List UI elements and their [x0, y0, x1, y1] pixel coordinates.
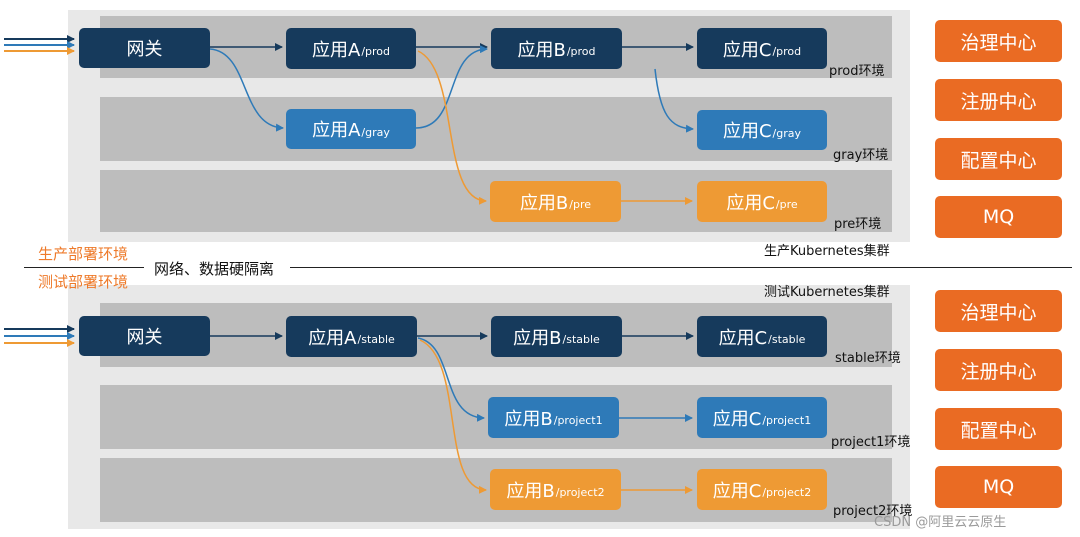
node-label: 应用B [506, 480, 555, 502]
node-c-prod: 应用C/prod [697, 28, 827, 69]
node-sub-label: /project1 [762, 414, 812, 427]
test-inbound-arrows [4, 325, 75, 347]
node-sub-label: /project2 [555, 486, 605, 499]
test-env-name: 测试部署环境 [38, 273, 129, 291]
test-k8s-label: 测试Kubernetes集群 [764, 285, 890, 300]
node-c-project1: 应用C/project1 [697, 397, 827, 438]
node-c-gray: 应用C/gray [697, 110, 827, 150]
band-label-gray: gray环境 [833, 148, 889, 163]
node-sub-label: /gray [361, 125, 390, 139]
node-label: 应用C [722, 121, 772, 142]
node-label: 应用A [312, 120, 361, 141]
node-label: 应用B [517, 39, 566, 61]
test-config-center: 配置中心 [935, 408, 1062, 450]
divider-line-right [290, 267, 1072, 268]
node-c-stable: 应用C/stable [697, 316, 827, 357]
node-sub-label: /gray [772, 126, 802, 140]
band-label-pre: pre环境 [834, 217, 882, 232]
node-sub-label: /stable [562, 333, 600, 346]
prod-env-name: 生产部署环境 [38, 245, 129, 263]
isolation-label: 网络、数据硬隔离 [152, 258, 277, 279]
node-sub-label: /project2 [762, 486, 812, 499]
node-label: 应用A [308, 327, 357, 349]
node-sub-label: /prod [361, 45, 390, 58]
node-label: 应用C [726, 192, 775, 214]
node-sub-label: /pre [569, 198, 592, 211]
prod-gateway-node: 网关 [79, 28, 210, 68]
prod-mq: MQ [935, 196, 1062, 238]
prod-gateway-label: 网关 [126, 39, 163, 60]
band-label-project2: project2环境 [833, 504, 913, 519]
band-label-project1: project1环境 [831, 435, 911, 450]
test-gateway-label: 网关 [126, 327, 163, 348]
node-label: 应用B [519, 192, 569, 214]
node-label: 应用C [712, 480, 762, 502]
prod-k8s-label: 生产Kubernetes集群 [764, 244, 890, 259]
node-b-project1: 应用B/project1 [488, 397, 619, 438]
node-b-project2: 应用B/project2 [490, 469, 621, 510]
prod-inbound-arrows [4, 35, 75, 55]
node-b-prod: 应用B/prod [491, 28, 622, 69]
node-sub-label: /project1 [553, 414, 603, 427]
node-sub-label: /stable [768, 333, 806, 346]
node-label: 应用B [513, 327, 562, 349]
test-gateway-node: 网关 [79, 316, 210, 356]
prod-governance-center: 治理中心 [935, 20, 1062, 62]
node-a-prod: 应用A/prod [286, 28, 416, 69]
band-label-prod: prod环境 [829, 64, 885, 79]
test-registry-center: 注册中心 [935, 349, 1062, 391]
prod-config-center: 配置中心 [935, 138, 1062, 180]
prod-registry-center: 注册中心 [935, 79, 1062, 121]
node-b-pre: 应用B/pre [490, 181, 621, 222]
node-a-gray: 应用A/gray [286, 109, 416, 149]
node-c-pre: 应用C/pre [697, 181, 827, 222]
node-label: 应用B [504, 408, 553, 430]
node-a-stable: 应用A/stable [286, 316, 417, 357]
node-label: 应用C [712, 408, 762, 430]
test-governance-center: 治理中心 [935, 290, 1062, 332]
node-label: 应用C [722, 39, 772, 61]
node-sub-label: /prod [772, 45, 802, 58]
band-label-stable: stable环境 [835, 351, 901, 366]
node-c-project2: 应用C/project2 [697, 469, 827, 510]
node-sub-label: /prod [566, 45, 596, 58]
node-sub-label: /stable [357, 333, 395, 346]
node-sub-label: /pre [775, 198, 798, 211]
test-mq: MQ [935, 466, 1062, 508]
node-b-stable: 应用B/stable [491, 316, 622, 357]
node-label: 应用C [718, 327, 768, 349]
divider-line-left [24, 267, 144, 268]
node-label: 应用A [311, 39, 361, 61]
watermark: CSDN @阿里云云原生 [874, 515, 1007, 530]
